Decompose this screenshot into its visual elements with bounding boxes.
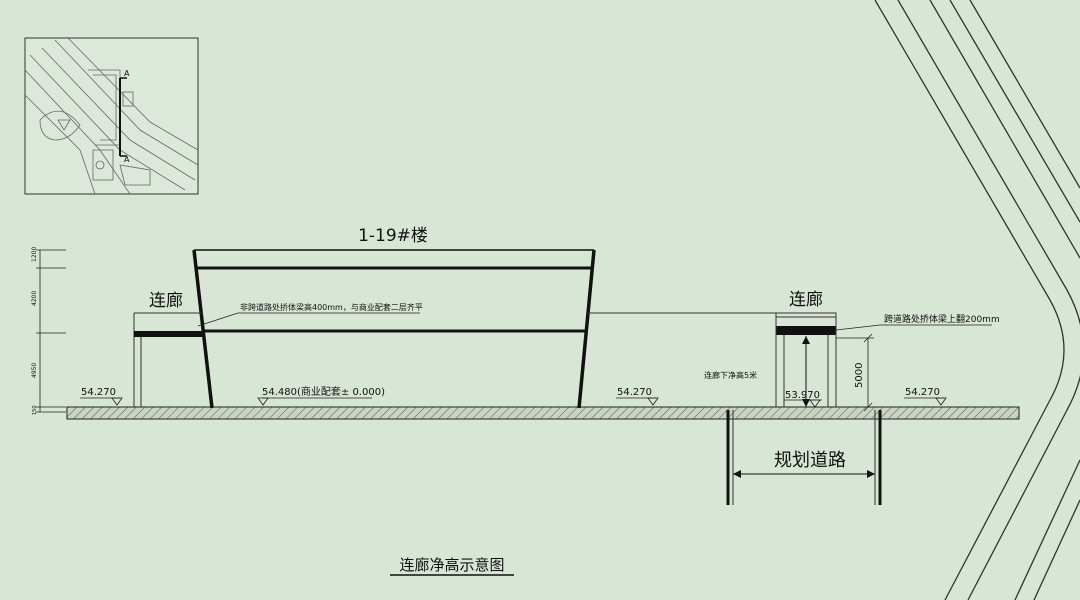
dimension-5000 — [836, 333, 874, 412]
clear-height-note: 连廊下净高5米 — [704, 370, 757, 380]
right-corridor — [775, 312, 837, 407]
elevation-marker-road: 53.970 — [784, 390, 822, 408]
corridor-left-label: 连廊 — [149, 291, 183, 311]
section-mark-top: A — [124, 69, 130, 78]
dim-1200: 1200 — [31, 247, 38, 262]
svg-text:54.270: 54.270 — [905, 387, 940, 398]
dim-4950: 4950 — [31, 363, 38, 378]
diagonal-road-lines — [874, 0, 1080, 600]
svg-text:54.270: 54.270 — [81, 387, 116, 398]
key-map: A A — [24, 37, 199, 195]
dim-150: 150 — [32, 405, 38, 415]
ground-line — [66, 406, 1020, 420]
left-corridor — [133, 312, 203, 407]
svg-text:54.270: 54.270 — [617, 387, 652, 398]
left-note: 非跨道路处挢体梁高400mm，与商业配套二层齐平 — [240, 302, 423, 312]
right-note: 跨道路处挢体梁上翻200mm — [884, 313, 1000, 325]
drawing-caption: 连廊净高示意图 — [399, 556, 504, 574]
elevation-marker-left: 54.270 — [80, 387, 123, 406]
building-label: 1-19#楼 — [358, 226, 428, 246]
svg-text:54.480(商业配套± 0.000): 54.480(商业配套± 0.000) — [262, 385, 385, 398]
section-mark-bottom: A — [124, 155, 130, 164]
main-building — [192, 249, 596, 409]
svg-text:53.970: 53.970 — [785, 390, 820, 401]
left-dimension-chain — [36, 249, 66, 413]
dim-4200: 4200 — [31, 291, 38, 306]
road-label: 规划道路 — [774, 450, 846, 471]
dim-5000: 5000 — [854, 363, 865, 388]
planned-road — [726, 410, 882, 505]
elevation-marker-center: 54.480(商业配套± 0.000) — [257, 385, 385, 406]
elevation-marker-mid-right: 54.270 — [616, 387, 659, 406]
corridor-right-label: 连廊 — [789, 290, 823, 310]
elevation-marker-right: 54.270 — [904, 387, 947, 406]
